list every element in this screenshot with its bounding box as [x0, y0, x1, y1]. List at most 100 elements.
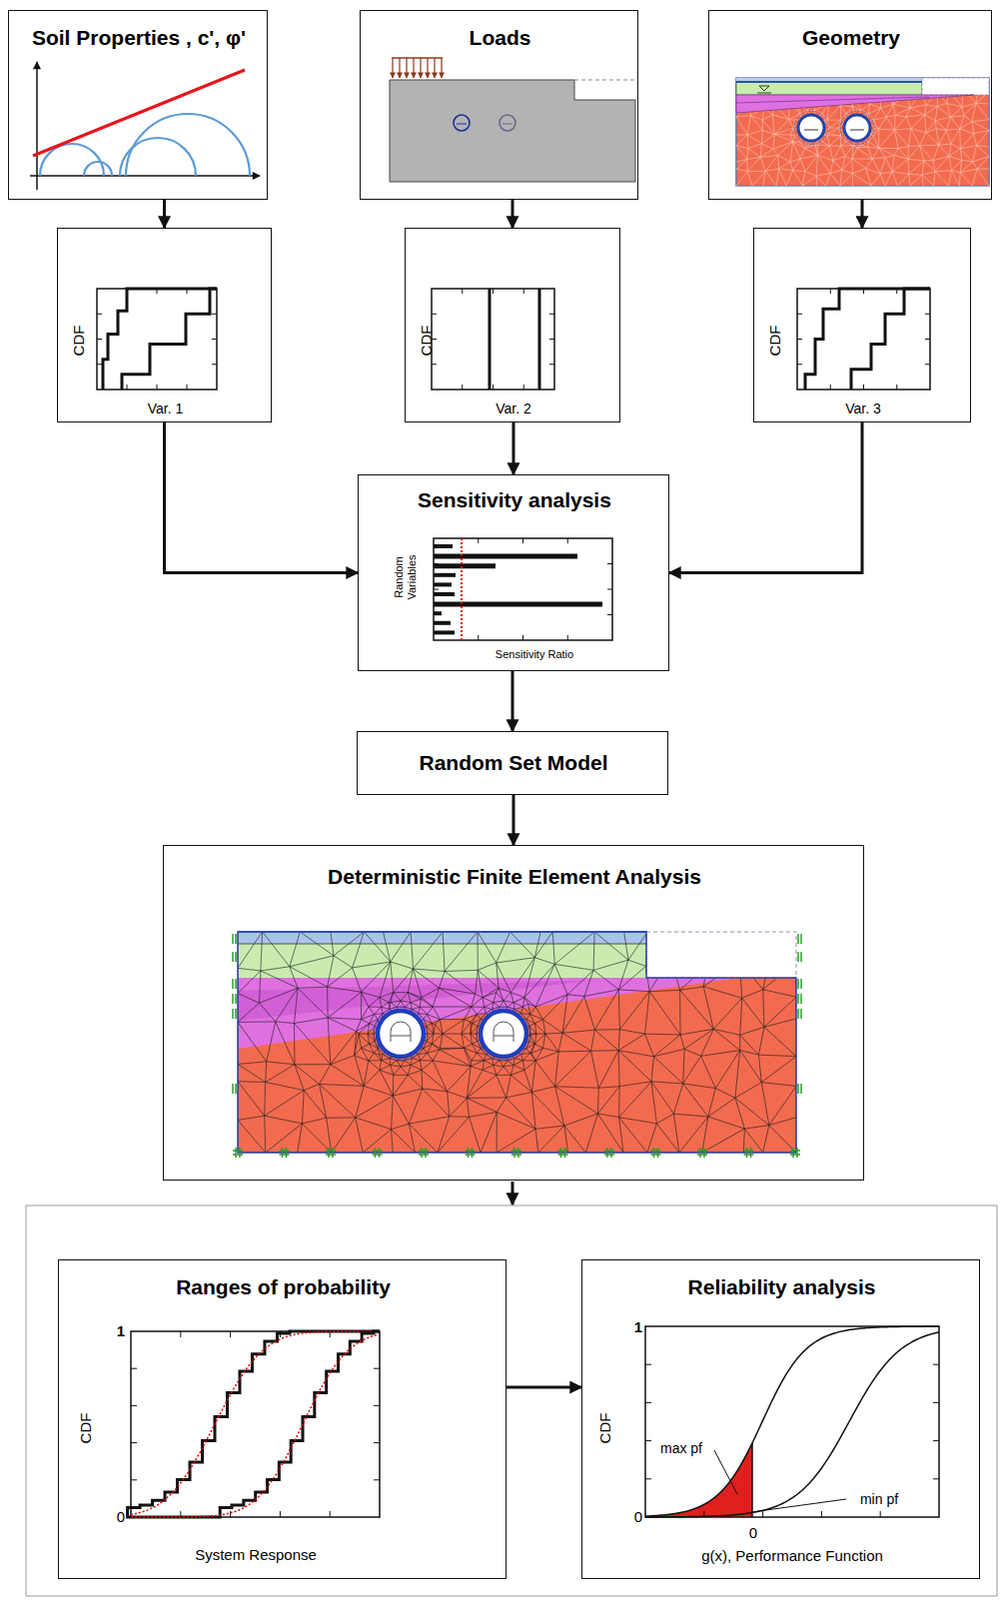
sensitivity-bar — [433, 611, 442, 616]
drawing-stroke — [604, 1153, 615, 1156]
load-arrow — [391, 57, 393, 78]
drawing-stroke — [373, 1405, 380, 1407]
sensitivity-bar — [433, 621, 451, 626]
flow-arrow — [669, 422, 863, 574]
process-box: Geometry — [708, 9, 993, 200]
boundary-marker — [231, 1008, 234, 1019]
drawing-stroke — [522, 538, 524, 544]
drawing-stroke — [234, 1147, 237, 1158]
axis-label: CDF — [76, 1403, 97, 1454]
load-arrow — [405, 57, 407, 78]
sensitivity-bar — [433, 592, 455, 597]
drawing-stroke — [850, 129, 865, 131]
load-arrow — [440, 57, 442, 78]
drawing-stroke — [607, 563, 613, 565]
drawing-stroke — [373, 1006, 428, 1061]
drawing-stroke — [232, 1153, 243, 1156]
axis-label: Sensitivity Ratio — [434, 648, 635, 662]
drawing-stroke — [797, 934, 800, 945]
axis-label: 0 — [98, 1508, 125, 1527]
mesh — [237, 932, 797, 1153]
drawing-stroke — [922, 77, 990, 95]
drawing-stroke — [420, 1147, 423, 1158]
drawing-stroke — [477, 538, 479, 544]
drawing-stroke — [922, 77, 990, 95]
axis-label: 1 — [616, 1318, 643, 1337]
boundary-marker — [790, 1149, 801, 1152]
drawing-stroke — [645, 1402, 652, 1404]
boundary-marker — [279, 1149, 290, 1152]
load-arrow — [398, 57, 400, 78]
failure-envelope — [32, 69, 245, 156]
boundary-marker — [697, 1149, 708, 1152]
tunnel — [480, 1010, 527, 1057]
boundary-marker — [511, 1149, 522, 1152]
drawing-stroke — [800, 952, 803, 963]
drawing-stroke — [237, 944, 647, 946]
drawing-stroke — [703, 1147, 706, 1158]
drawing-stroke — [492, 384, 494, 390]
water-table — [736, 80, 923, 83]
process-box: Deterministic Finite Element Analysis — [162, 845, 865, 1181]
plot-frame — [96, 288, 217, 390]
drawing-stroke — [96, 363, 102, 365]
boundary-marker — [231, 979, 234, 990]
drawing-stroke — [762, 1511, 764, 1518]
drawing-stroke — [751, 1443, 754, 1518]
boundary-marker — [232, 1149, 243, 1152]
plot-frame — [433, 538, 613, 641]
box-title: Sensitivity analysis — [358, 487, 671, 513]
drawing-stroke — [234, 1008, 237, 1019]
drawing-stroke — [746, 1147, 749, 1158]
cdf-curve — [645, 1326, 940, 1517]
drawing-stroke — [607, 614, 613, 616]
load-arrow — [412, 57, 414, 78]
drawing-stroke — [830, 384, 832, 390]
drawing-stroke — [925, 338, 931, 340]
drawing-stroke — [238, 1147, 241, 1158]
drawing-stroke — [130, 1479, 137, 1481]
drawing-stroke — [378, 1147, 381, 1158]
mesh — [736, 77, 990, 186]
group-frame — [25, 1205, 998, 1597]
drawing-stroke — [703, 1511, 705, 1518]
cdf-step — [538, 288, 542, 390]
drawing-stroke — [790, 1153, 801, 1156]
drawing-stroke — [896, 384, 898, 390]
drawing-stroke — [750, 1147, 753, 1158]
axis-label: System Response — [155, 1546, 356, 1565]
drawing-stroke — [285, 1147, 288, 1158]
box-title: Geometry — [709, 24, 994, 50]
axis-label: Random Variables — [392, 544, 421, 611]
boundary-marker — [372, 1149, 383, 1152]
drawing-stroke — [234, 934, 237, 945]
drawing-stroke — [523, 384, 525, 390]
drawing-stroke — [797, 363, 803, 365]
flow-arrow — [512, 422, 516, 475]
drawing-stroke — [797, 1083, 800, 1094]
drawing-stroke — [567, 635, 569, 641]
drawing-stroke — [517, 1147, 520, 1158]
boundary-marker — [231, 952, 234, 963]
load-arrow — [426, 57, 428, 78]
drawing-stroke — [607, 589, 613, 591]
water-symbol — [759, 85, 770, 91]
box-title: Loads — [360, 24, 640, 50]
drawing-stroke — [234, 1083, 237, 1094]
drawing-stroke — [390, 1035, 411, 1037]
process-box: Ranges of probability10CDFSystem Respons… — [57, 1259, 507, 1580]
drawing-stroke — [797, 1008, 800, 1019]
drawing-stroke — [327, 1147, 330, 1158]
drawing-stroke — [229, 1511, 231, 1518]
drawing-stroke — [331, 1147, 334, 1158]
drawing-stroke — [493, 1035, 514, 1037]
drawing-stroke — [513, 1147, 516, 1158]
sensitivity-bar — [433, 563, 496, 569]
drawing-stroke — [863, 384, 865, 390]
axis-label: Var. 2 — [405, 400, 622, 418]
drawing-stroke — [797, 313, 803, 315]
axis — [35, 61, 38, 190]
drawing-stroke — [645, 1364, 652, 1366]
drawing-stroke — [431, 313, 437, 315]
